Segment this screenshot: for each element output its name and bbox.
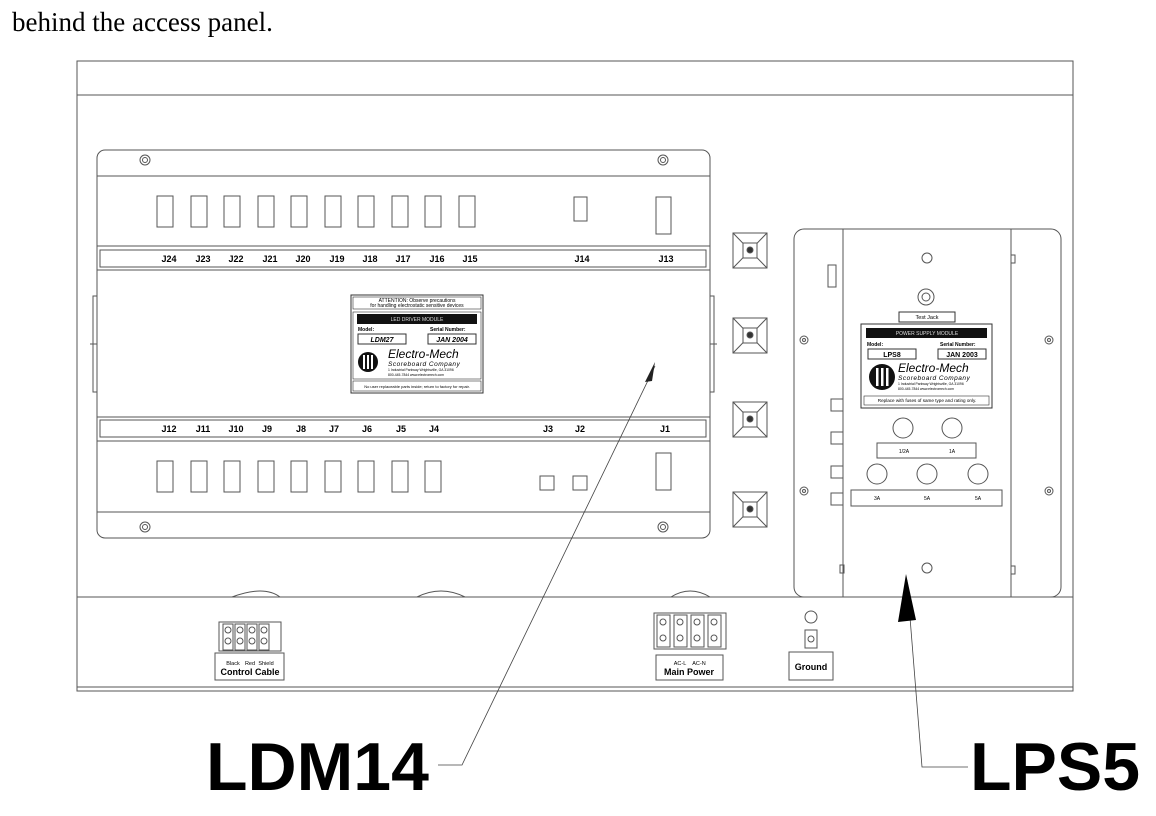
lps-footer: Replace with fuses of same type and rati…	[878, 398, 976, 403]
ldm-leader-line	[438, 365, 656, 766]
connector-label: J19	[329, 254, 344, 264]
lps-model-caption: Model:	[867, 342, 883, 348]
connector-label: J20	[295, 254, 310, 264]
electro-mech-logo	[869, 364, 895, 390]
connector-label: J24	[161, 254, 176, 264]
fuse-rating: 5A	[924, 496, 931, 502]
intro-text: behind the access panel.	[12, 7, 273, 37]
top-connector-labels: J24 J23 J22 J21 J20 J19 J18 J17 J16 J15 …	[161, 254, 673, 264]
connector-label: J3	[543, 424, 553, 434]
connector-label: J11	[196, 424, 211, 434]
ground-label: Ground	[795, 662, 828, 672]
connector-label: J15	[462, 254, 477, 264]
wire-label: AC-N	[692, 661, 705, 667]
fuse-rating: 3A	[874, 496, 881, 502]
test-jack-icon	[917, 288, 935, 306]
connector-label: J7	[329, 424, 339, 434]
lps-label: Test Jack POWER SUPPLY MODULE Model: Ser…	[860, 311, 993, 409]
connector-label: J17	[395, 254, 410, 264]
lps-serial-caption: Serial Number:	[940, 342, 976, 348]
ldm-attention-line2: for handling electrostatic sensitive dev…	[370, 303, 464, 309]
lps-phone-web: 800-445-7844 www.electromech.com	[898, 387, 954, 391]
lps-header: POWER SUPPLY MODULE	[896, 331, 959, 337]
connector-label: J16	[429, 254, 444, 264]
lps-board	[793, 228, 1062, 598]
connector-label: J14	[574, 254, 589, 264]
fuse-rating: 1A	[949, 449, 956, 455]
ldm-header: LED DRIVER MODULE	[391, 317, 444, 323]
ldm-address: 1 Industrial Parkway Wrightsville, GA 31…	[388, 368, 454, 372]
control-cable-terminal	[214, 621, 285, 681]
connector-label: J13	[658, 254, 673, 264]
cable-clamp-icon	[732, 232, 768, 528]
wire-label: Black	[226, 661, 240, 667]
connector-label: J5	[396, 424, 406, 434]
connector-label: J21	[262, 254, 277, 264]
ldm-serial-caption: Serial Number:	[430, 327, 466, 333]
control-cable-label: Control Cable	[220, 667, 279, 677]
ldm-serial-value: JAN 2004	[436, 337, 468, 344]
ldm-label: ATTENTION: Observe precautions for handl…	[350, 294, 484, 394]
fuse-holder-icon	[866, 417, 989, 485]
ldm-callout: LDM14	[206, 729, 429, 805]
connector-label: J22	[228, 254, 243, 264]
main-power-terminal	[653, 612, 727, 681]
wire-label: Shield	[258, 661, 273, 667]
wire-label: Red	[245, 661, 255, 667]
ldm-model-caption: Model:	[358, 327, 374, 333]
ldm-brand-sub: Scoreboard Company	[388, 361, 460, 368]
connector-label: J8	[296, 424, 306, 434]
connector-label: J12	[161, 424, 176, 434]
lps-brand: Electro-Mech	[898, 361, 969, 375]
connector-label: J1	[660, 424, 670, 434]
ldm-footer: No user replaceable parts inside; return…	[364, 384, 470, 389]
test-jack-label: Test Jack	[916, 315, 939, 321]
connector-label: J9	[262, 424, 272, 434]
connector-label: J18	[362, 254, 377, 264]
lps-address: 1 Industrial Parkway Wrightsville, GA 31…	[898, 382, 964, 386]
electro-mech-logo	[358, 352, 378, 372]
lps-callout: LPS5	[970, 729, 1140, 805]
main-power-label: Main Power	[664, 667, 715, 677]
bottom-connector-labels: J12 J11 J10 J9 J8 J7 J6 J5 J4 J3 J2 J1	[161, 424, 670, 434]
ldm-model-value: LDM27	[371, 337, 395, 344]
connector-label: J23	[195, 254, 210, 264]
connector-label: J2	[575, 424, 585, 434]
fuse-rating: 5A	[975, 496, 982, 502]
connector-label: J10	[228, 424, 243, 434]
lps-serial-value: JAN 2003	[946, 352, 978, 359]
lps-brand-sub: Scoreboard Company	[898, 375, 970, 382]
fuse-rating: 1/2A	[899, 449, 910, 455]
connector-label: J6	[362, 424, 372, 434]
ldm-phone-web: 800-445-7844 www.electromech.com	[388, 373, 444, 377]
lps-model-value: LPS8	[883, 352, 901, 359]
lps-arrowhead	[898, 574, 916, 622]
lps-leader-line	[906, 579, 968, 768]
connector-label: J4	[429, 424, 439, 434]
ldm-arrowhead	[645, 362, 655, 382]
ldm-attention-line1: ATTENTION: Observe precautions	[379, 298, 456, 304]
enclosure-outline	[76, 60, 1074, 692]
ldm-screw	[139, 154, 669, 533]
ldm-brand: Electro-Mech	[388, 347, 459, 361]
wire-label: AC-L	[674, 661, 687, 667]
ground-terminal	[788, 610, 834, 681]
